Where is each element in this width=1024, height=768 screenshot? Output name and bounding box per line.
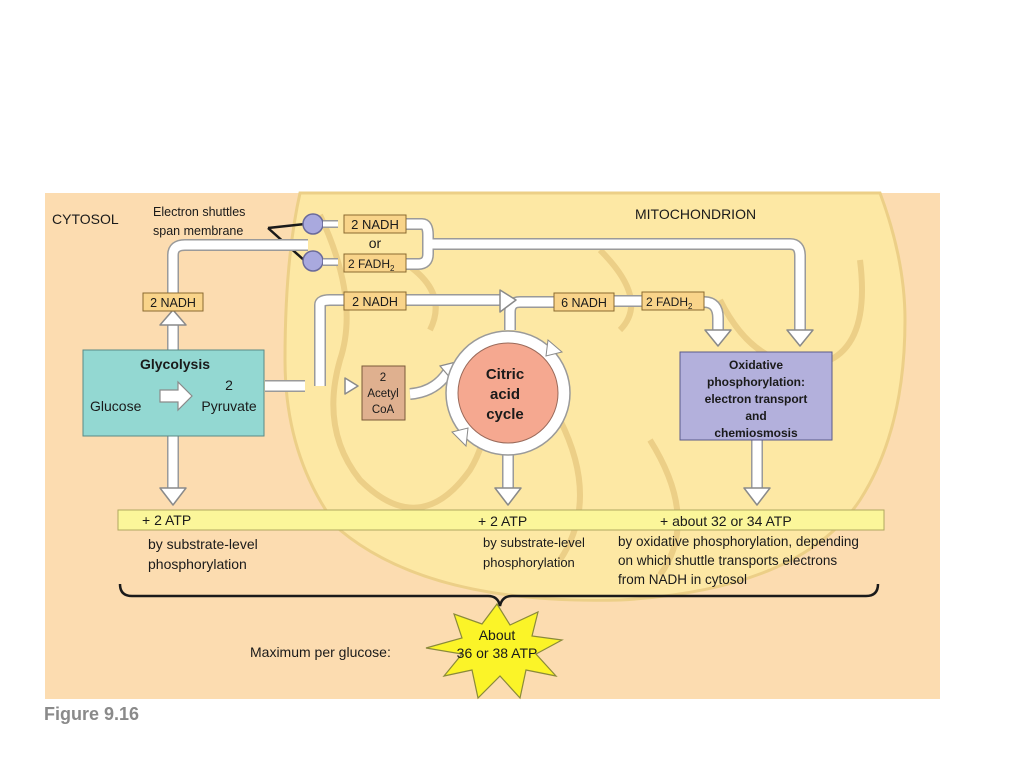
- shuttle-note-line2: span membrane: [153, 224, 243, 238]
- citric-cycle-core: [457, 342, 559, 444]
- shuttle-protein-nadh: [302, 213, 324, 235]
- note-citric-1: by substrate-level: [483, 535, 585, 550]
- cycle-arrowhead-2: [451, 427, 469, 448]
- nadh-pyruvate-box: [343, 291, 407, 311]
- citric-line3: cycle: [486, 406, 524, 423]
- nadh-shuttle-box: [343, 214, 407, 234]
- pyruvate-count: 2: [225, 377, 233, 393]
- fadh2-citric-label: 2 FADH2: [646, 295, 693, 311]
- note-oxphos-3: from NADH in cytosol: [618, 572, 747, 587]
- total-bracket: [118, 583, 880, 607]
- glucose-label: Glucose: [90, 398, 142, 414]
- atp-glycolysis: + 2 ATP: [142, 512, 191, 528]
- fadh2-citric-box: [641, 291, 705, 311]
- figure-caption: Figure 9.16: [44, 704, 140, 724]
- atp-oxphos: + about 32 or 34 ATP: [660, 513, 792, 529]
- acetyl-coa-line1: 2: [380, 372, 386, 384]
- nadh-glycolysis-label: 2 NADH: [150, 296, 196, 310]
- nadh-shuttle-label: 2 NADH: [351, 217, 399, 232]
- oxphos-line2: phosphorylation:: [707, 375, 805, 389]
- citric-line1: Citric: [486, 366, 524, 383]
- shuttle-note-line1: Electron shuttles: [153, 205, 245, 219]
- oxphos-line5: chemiosmosis: [714, 426, 798, 440]
- citric-line2: acid: [490, 386, 520, 403]
- atp-yield-bar: [117, 509, 885, 531]
- oxphos-line4: and: [745, 409, 766, 423]
- nadh-citric-label: 6 NADH: [561, 296, 607, 310]
- atp-citric: + 2 ATP: [478, 513, 527, 529]
- oxphos-line3: electron transport: [705, 392, 808, 406]
- acetyl-coa-line2: Acetyl: [367, 388, 398, 400]
- acetyl-coa-line3: CoA: [372, 404, 395, 416]
- nadh-pyruvate-label: 2 NADH: [352, 295, 398, 309]
- acetyl-coa-box: [361, 365, 406, 421]
- note-oxphos-2: on which shuttle transports electrons: [618, 553, 837, 568]
- mitochondrion-label: MITOCHONDRION: [635, 206, 756, 222]
- nadh-glycolysis-box: [142, 292, 204, 312]
- shuttle-protein-fadh2: [302, 250, 324, 272]
- glycolysis-arrow: [159, 380, 193, 412]
- atp-burst: [425, 602, 564, 700]
- nadh-citric-box: [553, 292, 615, 312]
- pyruvate-label: Pyruvate: [201, 398, 256, 414]
- burst-line1: About: [479, 627, 516, 643]
- maximum-label: Maximum per glucose:: [250, 644, 391, 660]
- fadh2-shuttle-label: 2 FADH2: [348, 257, 395, 273]
- flow-arrows: [159, 218, 814, 506]
- burst-line2: 36 or 38 ATP: [457, 645, 538, 661]
- acetyl-to-cycle-arrow-fill: [409, 369, 452, 399]
- oxphos-line1: Oxidative: [729, 358, 783, 372]
- glycolysis-title: Glycolysis: [140, 356, 210, 372]
- note-glycolysis-2: phosphorylation: [148, 556, 247, 572]
- cytosol-label: CYTOSOL: [52, 211, 119, 227]
- note-oxphos-1: by oxidative phosphorylation, depending: [618, 534, 859, 549]
- note-citric-2: phosphorylation: [483, 555, 575, 570]
- or-label: or: [369, 235, 382, 251]
- note-glycolysis-1: by substrate-level: [148, 536, 258, 552]
- fadh2-shuttle-box: [343, 253, 407, 273]
- cycle-arrowhead-1: [545, 339, 564, 357]
- oxphos-box: [679, 351, 833, 441]
